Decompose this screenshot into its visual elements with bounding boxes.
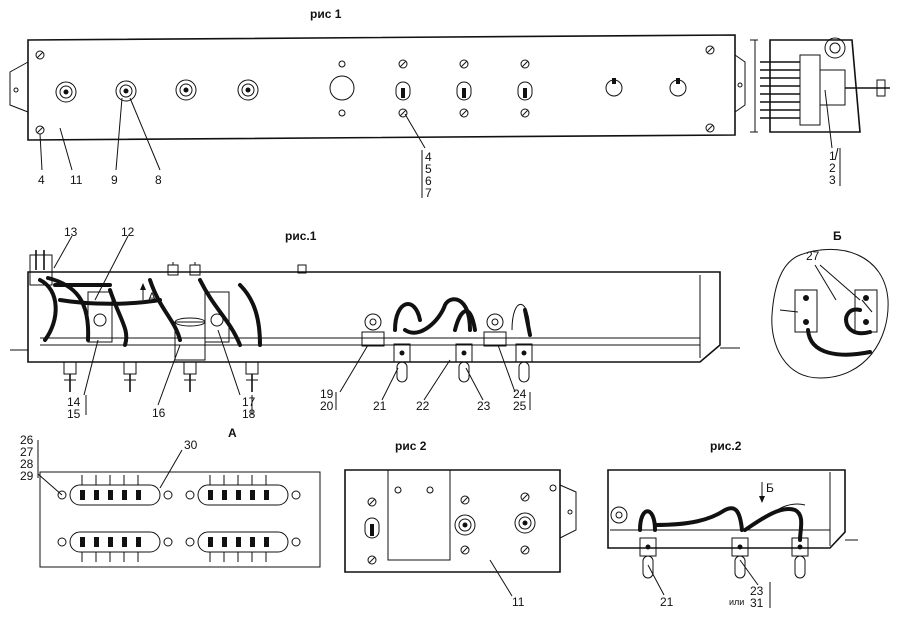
rear-wiring-view: рис.1 [10,225,740,421]
view-a-arrow-label: А [148,290,156,304]
terminal-strip [57,531,173,553]
screw [460,545,470,555]
detail-view-a: А 26 27 28 [20,426,321,568]
callout-3: 3 [829,173,836,187]
socket-pin [63,361,77,392]
screw [705,45,715,55]
lamp-holder [361,313,385,347]
callout-18: 18 [242,407,256,421]
screw [367,497,377,507]
callout-22: 22 [416,399,430,413]
callout-1: 1 [829,149,836,163]
callout-28: 28 [20,457,34,471]
caption-view-a: А [228,426,237,440]
screw [520,492,530,502]
callout-4: 4 [38,173,45,187]
callout-20: 20 [320,399,334,413]
lamp-holder [610,506,628,524]
bolt [297,264,307,274]
callout-17: 17 [242,395,256,409]
caption-view-b: Б [833,229,842,243]
callout-30: 30 [184,438,198,452]
toggle-rear [393,343,411,383]
toggle-rear [791,537,809,579]
callout-27-detail: 27 [806,249,820,263]
callout-5: 5 [425,162,432,176]
socket [115,80,137,102]
terminal-strip [185,531,301,553]
lamp-holder [483,313,507,347]
toggle-rear [639,537,657,579]
detail-view-b: Б 27 [771,229,889,379]
callout-4b: 4 [425,150,432,164]
callout-16: 16 [152,406,166,420]
callout-2: 2 [829,161,836,175]
screw [367,555,377,565]
fig2-front-panel: рис 2 11 [344,439,577,609]
terminal-strip [185,484,301,506]
screw [520,545,530,555]
screw [460,495,470,505]
screw [35,125,45,135]
callout-13: 13 [64,225,78,239]
callout-31: 31 [750,596,764,610]
caption-fig1-top: рис 1 [310,7,342,21]
fig2-rear-wiring: рис.2 Б 21 23 или 31 [607,439,858,610]
caption-fig1-mid: рис.1 [285,229,317,243]
callout-26: 26 [20,433,34,447]
side-view: 1 2 3 [750,37,890,187]
or-label: или [729,597,744,607]
front-panel-view: рис 1 [9,7,746,200]
caption-fig2-left: рис 2 [395,439,427,453]
callout-11: 11 [70,173,83,187]
screw [705,123,715,133]
callout-14: 14 [67,395,81,409]
terminal-strip [57,484,173,506]
callout-6: 6 [425,174,432,188]
callout-21b: 21 [660,595,674,609]
arrow-b-label: Б [766,481,774,495]
bolt [189,262,201,276]
callout-8: 8 [155,173,162,187]
callout-9: 9 [111,173,118,187]
toggle-rear [515,343,533,383]
toggle-switch [395,59,411,118]
callout-7: 7 [425,186,432,200]
callout-23: 23 [477,399,491,413]
toggle-rear [455,343,473,383]
socket-pin [123,361,137,392]
socket [454,514,476,536]
socket [514,512,536,534]
callout-21: 21 [373,399,387,413]
callout-12: 12 [121,225,135,239]
bolt [167,262,179,276]
toggle-switch [456,59,472,118]
callout-15: 15 [67,407,81,421]
caption-fig2-right: рис.2 [710,439,742,453]
socket [175,79,197,101]
toggle-switch [364,517,380,539]
callout-19: 19 [320,387,334,401]
callout-24: 24 [513,387,527,401]
socket-pin [245,361,259,392]
callout-23b: 23 [750,584,764,598]
socket [55,81,77,103]
screw [35,50,45,60]
toggle-rear [731,537,749,579]
callout-27: 27 [20,445,34,459]
callout-11b: 11 [512,595,525,609]
callout-25: 25 [513,399,527,413]
callout-29: 29 [20,469,34,483]
socket [237,79,259,101]
toggle-switch [517,59,533,118]
keyhole-cutout [669,78,687,97]
socket-pin [183,361,197,392]
keyhole-cutout [605,78,623,97]
indicator-lamp [329,60,355,117]
